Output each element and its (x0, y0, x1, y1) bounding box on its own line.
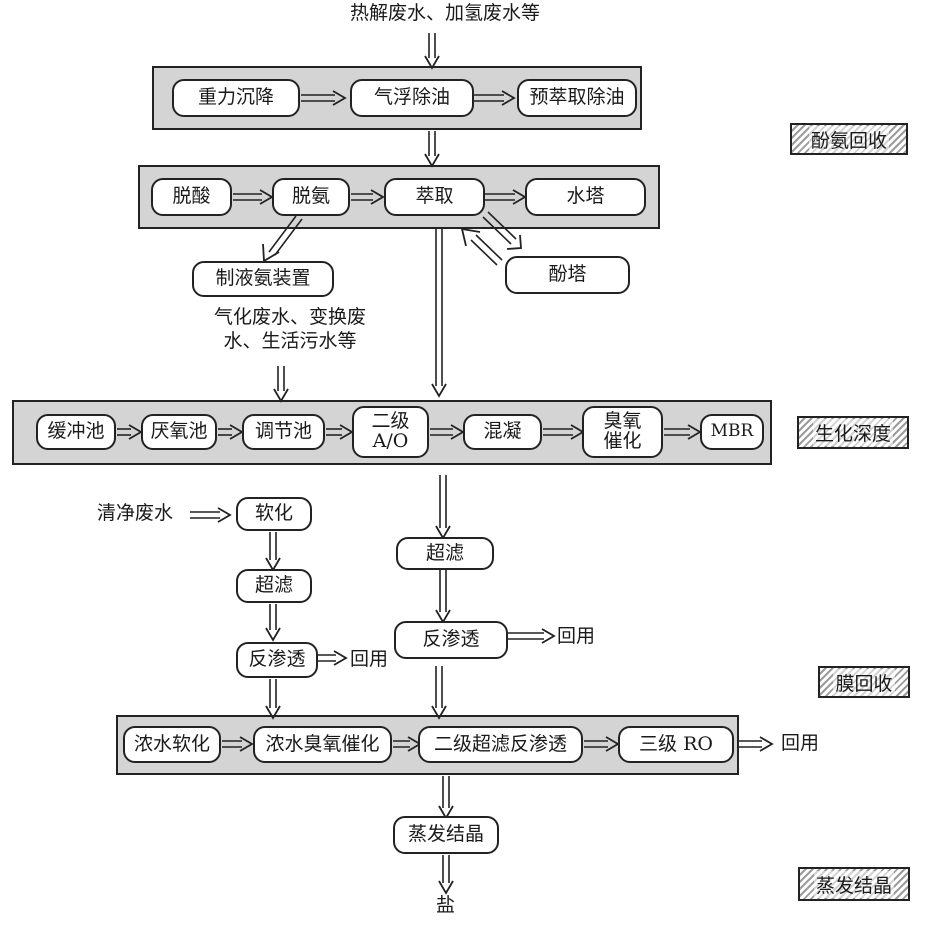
node-conc-ozone: 浓水臭氧催化 (253, 726, 392, 763)
arrow-right-s1-1 (301, 90, 346, 106)
arrow-right-s3-5 (543, 424, 584, 440)
arrow-diag-extract-phenol (482, 211, 522, 250)
arrow-right-s4-reuse (738, 736, 773, 752)
arrow-right-s3-1 (117, 424, 142, 440)
node-deammonia: 脱氨 (272, 178, 350, 216)
input-clean-label: 清净废水 (96, 502, 173, 524)
arrow-right-s3-4 (430, 424, 464, 440)
node-water-tower: 水塔 (525, 178, 646, 216)
node-anaerobic-tank: 厌氧池 (141, 414, 217, 450)
arrow-down-soft-uf (265, 532, 281, 571)
reuse-label-stage4: 回用 (781, 732, 820, 754)
reuse-label-left: 回用 (350, 648, 389, 670)
input-top-label: 热解废水、加氢废水等 (349, 2, 540, 24)
arrow-right-s2-2 (351, 189, 384, 205)
node-ammonia-unit: 制液氨装置 (192, 261, 334, 297)
node-gravity-settling: 重力沉降 (172, 79, 300, 117)
node-extraction: 萃取 (384, 178, 485, 216)
node-coagulation: 混凝 (463, 414, 542, 450)
node-phenol-tower: 酚塔 (505, 256, 630, 294)
arrow-down-mid-input (273, 366, 289, 402)
tag-membrane: 膜回收 (818, 666, 910, 698)
node-pre-extraction: 预萃取除油 (517, 79, 637, 117)
arrow-down-evap-salt (438, 855, 454, 894)
node-evap-crystal: 蒸发结晶 (393, 816, 499, 854)
node-ro3: 三级 RO (618, 726, 734, 763)
arrow-down-extract-stage3 (431, 229, 447, 397)
arrow-right-clean-input (190, 507, 231, 523)
node-softening: 软化 (236, 497, 312, 531)
node-uf-right: 超滤 (396, 537, 494, 570)
node-uf-ro2: 二级超滤反渗透 (418, 726, 583, 763)
node-air-flotation: 气浮除油 (350, 79, 474, 117)
arrow-right-s2-3 (485, 189, 526, 205)
arrow-down-ro-left-stage4 (265, 679, 281, 719)
arrow-right-s2-1 (233, 189, 273, 205)
tag-evaporation: 蒸发结晶 (798, 867, 910, 901)
arrow-down-stage3-uf (435, 475, 451, 539)
arrow-right-s1-2 (474, 90, 515, 106)
input-mid-label: 气化废水、变换废 水、生活污水等 (213, 306, 366, 352)
arrow-down-stage1-stage2 (424, 131, 440, 167)
tag-biochem: 生化深度 (797, 416, 909, 449)
arrow-right-s4-3 (584, 736, 619, 752)
node-mbr: MBR (700, 414, 764, 450)
arrow-right-s3-6 (664, 424, 701, 440)
arrow-down-stage4-evap (438, 776, 454, 819)
node-ro-left: 反渗透 (236, 642, 318, 678)
arrow-diag-phenol-extract (460, 227, 503, 266)
node-ozone-catalysis: 臭氧 催化 (582, 406, 663, 458)
arrow-right-s3-2 (218, 424, 243, 440)
node-conc-softening: 浓水软化 (123, 726, 221, 763)
node-uf-left: 超滤 (236, 569, 312, 603)
tag-phenol-ammonia: 酚氨回收 (790, 123, 908, 155)
arrow-down-ro-right-stage4 (431, 666, 447, 719)
arrow-down-top-input (424, 33, 440, 69)
reuse-label-right: 回用 (557, 625, 596, 647)
salt-label: 盐 (436, 894, 456, 916)
node-ro-right: 反渗透 (394, 621, 508, 659)
arrow-down-uf-ro-left (265, 604, 281, 641)
arrow-down-uf-ro-right (435, 570, 451, 623)
arrow-right-s4-1 (222, 736, 253, 752)
node-buffer-tank: 缓冲池 (36, 414, 116, 450)
node-regulating-tank: 调节池 (242, 414, 325, 450)
arrow-right-ro-right-reuse (508, 628, 555, 644)
node-ao: 二级 A/O (352, 406, 429, 458)
arrow-right-s3-3 (326, 424, 353, 440)
arrow-right-s4-2 (393, 736, 421, 752)
node-deacidification: 脱酸 (151, 178, 232, 216)
arrow-right-ro-left-reuse (318, 650, 347, 666)
arrow-diag-deammonia-unit (262, 215, 303, 263)
